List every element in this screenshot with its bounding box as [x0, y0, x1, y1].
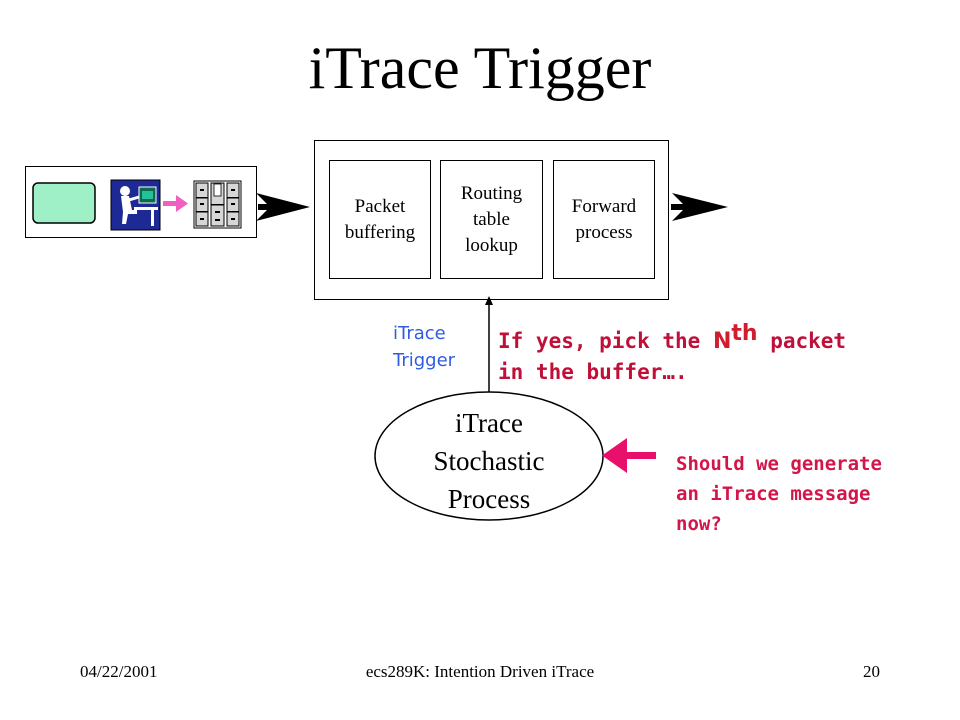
- green-terminal-icon: [32, 182, 96, 224]
- stage-packet-buffering: Packet buffering: [329, 160, 431, 279]
- itrace-trigger-label: iTrace Trigger: [393, 323, 456, 371]
- arrow-out-of-router: [671, 193, 728, 221]
- note-should-we-generate: Should we generate an iTrace message now…: [676, 453, 882, 535]
- stage-forward-process: Forward process: [553, 160, 655, 279]
- stage-routing-table-lookup: Routing table lookup: [440, 160, 543, 279]
- note-if-yes-line1: If yes, pick the Nth packet: [498, 318, 846, 357]
- footer-page-number: 20: [863, 662, 880, 681]
- input-illustration: [32, 179, 242, 231]
- stage-label: Routing table lookup: [460, 182, 523, 256]
- note-text: packet: [757, 329, 847, 353]
- note-text: If yes, pick the: [498, 329, 713, 353]
- trigger-arrow: [485, 296, 493, 395]
- server-rack-icon: [193, 180, 242, 229]
- stochastic-process-label: iTrace Stochastic Process: [433, 408, 545, 514]
- pink-arrow-icon: [163, 195, 188, 212]
- slide-title: iTrace Trigger: [308, 35, 652, 101]
- input-host-box: [25, 166, 257, 238]
- note-n: N: [712, 329, 732, 354]
- footer-course: ecs289K: Intention Driven iTrace: [365, 662, 595, 681]
- user-at-computer-icon: [110, 179, 161, 231]
- stage-label: Packet buffering: [344, 195, 416, 243]
- note-th: th: [731, 321, 758, 346]
- note-if-yes: If yes, pick the Nth packet in the buffe…: [498, 318, 846, 388]
- note-if-yes-line2: in the buffer….: [498, 360, 688, 384]
- arrow-into-router: [256, 193, 310, 221]
- pink-arrow-into-ellipse: [602, 438, 656, 473]
- footer-date: 04/22/2001: [80, 662, 158, 681]
- stage-label: Forward process: [571, 195, 637, 243]
